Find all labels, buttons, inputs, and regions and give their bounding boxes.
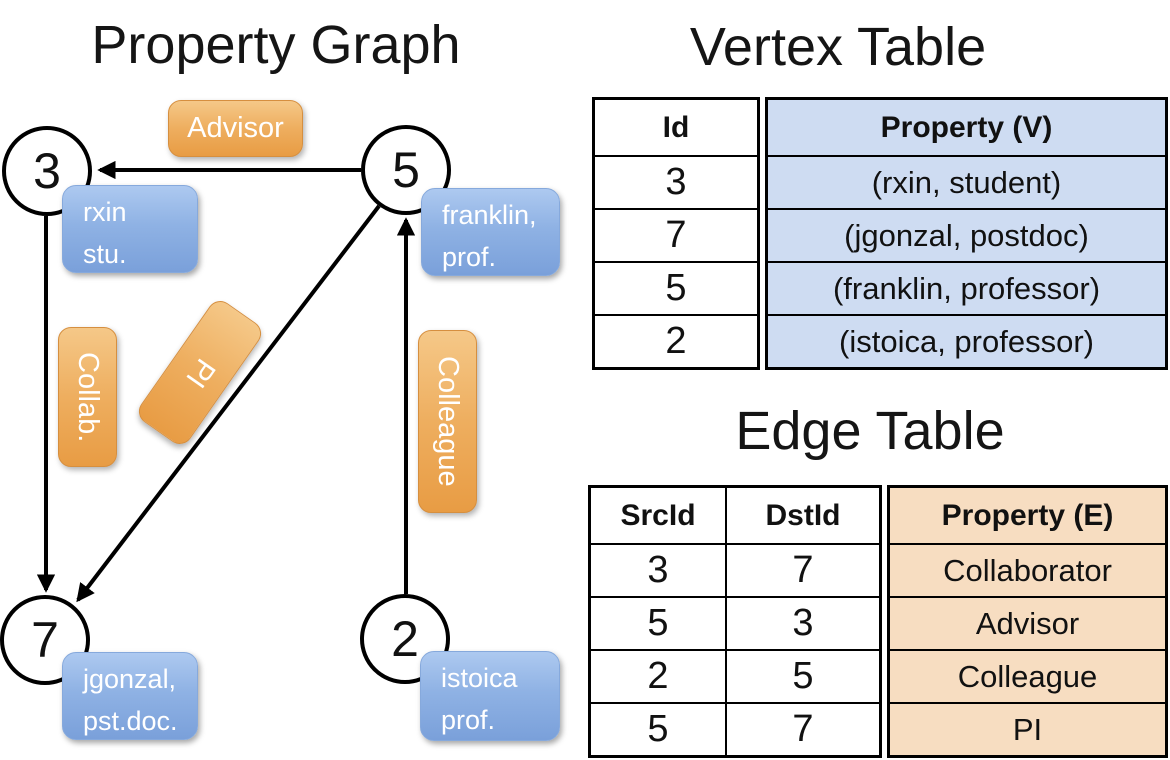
edge-label-collab: Collab. <box>58 327 117 467</box>
edge-table-header-property: Property (E) <box>890 488 1165 543</box>
node-2-id: 2 <box>391 611 419 667</box>
vertex-table-id-column: Id 3 7 5 2 <box>592 97 760 370</box>
node-2-property-box: istoica prof. <box>420 651 560 741</box>
edge-row-2-property: Colleague <box>890 649 1165 702</box>
vertex-row-0-property: (rxin, student) <box>768 155 1165 208</box>
vertex-table-property-column: Property (V) (rxin, student) (jgonzal, p… <box>765 97 1168 370</box>
edge-pi-arrow <box>76 204 381 603</box>
vertex-row-0-id: 3 <box>595 155 757 208</box>
vertex-row-3-id: 2 <box>595 314 757 367</box>
node-5-id: 5 <box>392 142 420 198</box>
vertex-table-header-id: Id <box>595 100 757 155</box>
edge-row-3-property: PI <box>890 702 1165 755</box>
node-3-id: 3 <box>33 143 61 199</box>
edge-row-0-src: 3 <box>591 543 725 596</box>
vertex-row-2-property: (franklin, professor) <box>768 261 1165 314</box>
vertex-row-1-property: (jgonzal, postdoc) <box>768 208 1165 261</box>
node-3-property-box: rxin stu. <box>62 185 198 273</box>
edge-row-3-dst: 7 <box>725 702 879 755</box>
node-7-property-box: jgonzal, pst.doc. <box>62 652 198 740</box>
edge-row-1-property: Advisor <box>890 596 1165 649</box>
edge-row-1-src: 5 <box>591 596 725 649</box>
graph-edges-svg <box>36 160 416 603</box>
edge-row-2-src: 2 <box>591 649 725 702</box>
edge-row-0-property: Collaborator <box>890 543 1165 596</box>
edge-table-title: Edge Table <box>735 401 1005 461</box>
edge-row-1-dst: 3 <box>725 596 879 649</box>
edge-table-property-column: Property (E) Collaborator Advisor Collea… <box>887 485 1168 758</box>
edge-row-2-dst: 5 <box>725 649 879 702</box>
edge-table-id-columns: SrcId DstId 3 7 5 3 2 5 5 7 <box>588 485 882 758</box>
vertex-table-title: Vertex Table <box>689 17 987 77</box>
vertex-row-3-property: (istoica, professor) <box>768 314 1165 367</box>
graph-node-5: 5 <box>361 125 451 215</box>
vertex-row-1-id: 7 <box>595 208 757 261</box>
vertex-table-header-property: Property (V) <box>768 100 1165 155</box>
edge-row-0-dst: 7 <box>725 543 879 596</box>
edge-table-header-dstid: DstId <box>725 488 879 543</box>
edge-table-header-srcid: SrcId <box>591 488 725 543</box>
graph-node-2: 2 <box>360 594 450 684</box>
node-5-property-box: franklin, prof. <box>421 188 560 276</box>
node-7-id: 7 <box>31 612 59 668</box>
vertex-row-2-id: 5 <box>595 261 757 314</box>
property-graph-title: Property Graph <box>91 15 461 75</box>
edge-label-colleague: Colleague <box>418 330 477 513</box>
edge-label-advisor: Advisor <box>168 100 303 157</box>
edge-row-3-src: 5 <box>591 702 725 755</box>
